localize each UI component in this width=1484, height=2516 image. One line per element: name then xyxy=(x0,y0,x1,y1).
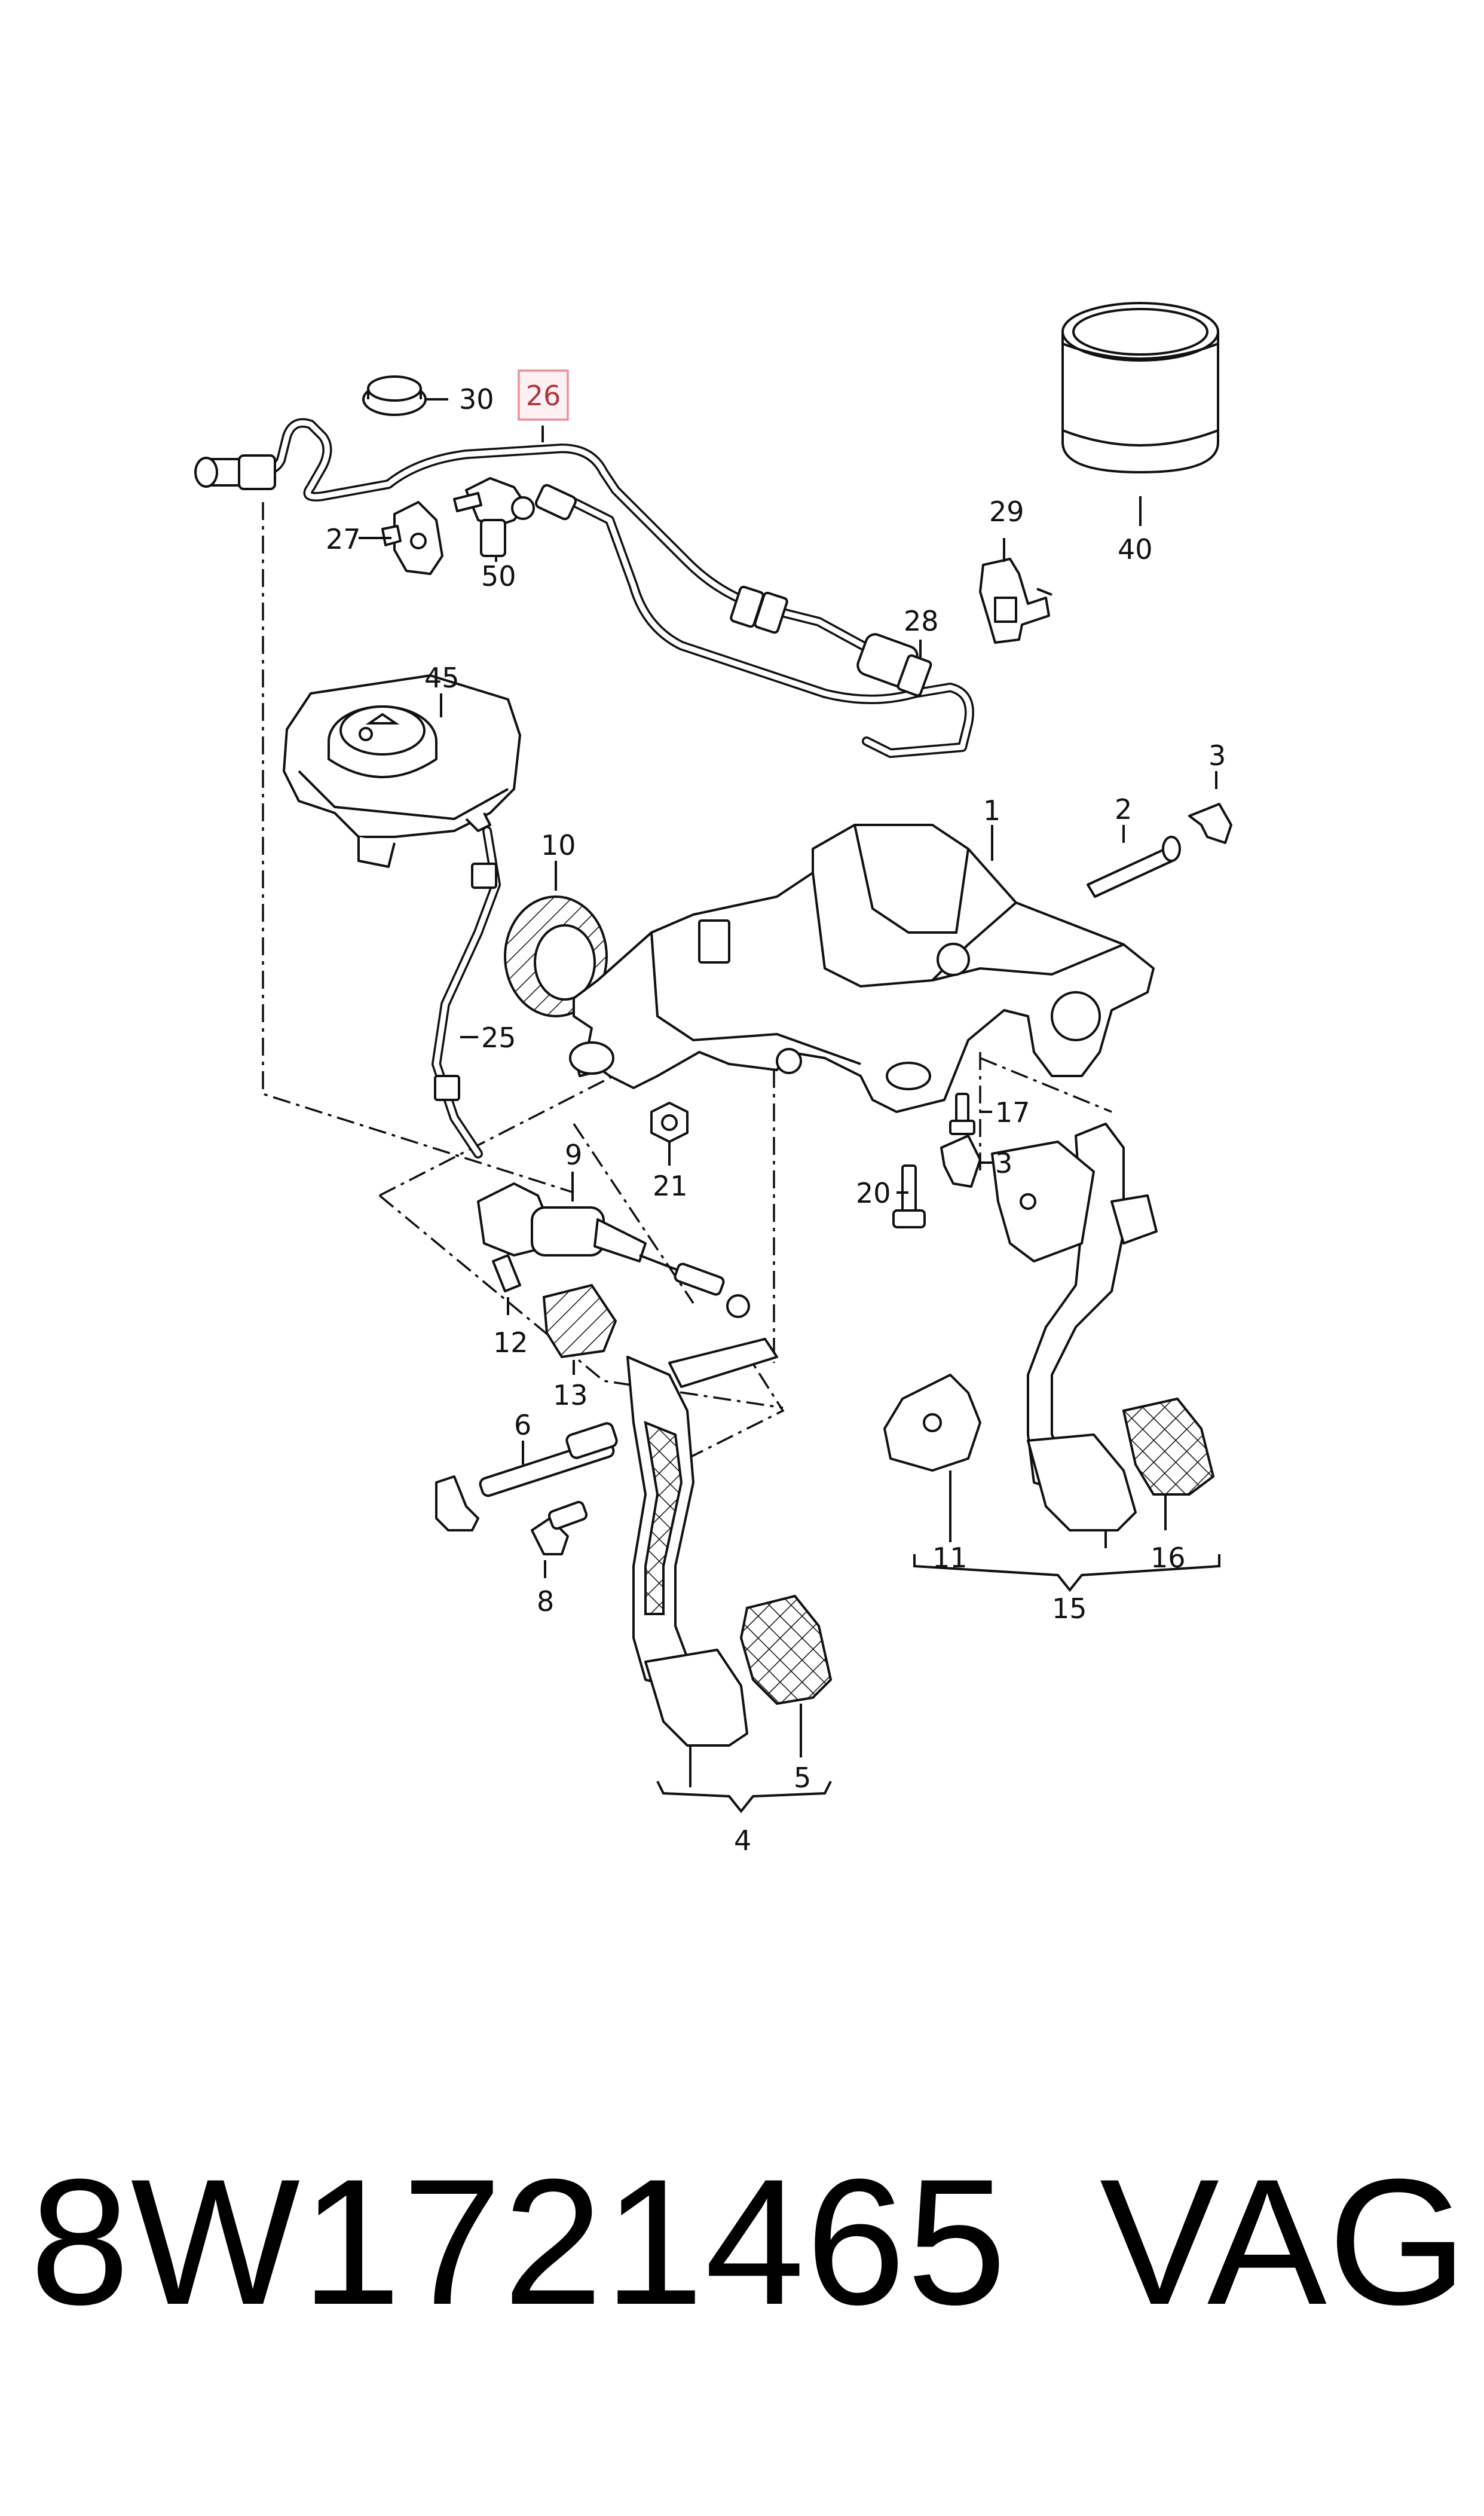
clutch-hydraulic-line xyxy=(194,418,974,758)
nut-21 xyxy=(650,1102,689,1143)
line-clip-bracket xyxy=(381,501,443,575)
over-centre-spring xyxy=(435,1422,618,1531)
callout-16: 16 xyxy=(1151,1542,1186,1574)
callout-17: 17 xyxy=(995,1096,1030,1129)
brand-name: VAG xyxy=(1100,2141,1469,2342)
bracket-pin xyxy=(1087,836,1181,898)
highlight-box-26 xyxy=(518,369,569,421)
callout-11: 11 xyxy=(932,1542,968,1574)
callout-25: 25 xyxy=(481,1022,516,1054)
bolt-17 xyxy=(949,1093,975,1135)
callout-15: 15 xyxy=(1052,1592,1087,1625)
callout-labels: 26 30 27 50 29 28 40 45 10 1 2 3 25 21 1… xyxy=(326,369,1226,1857)
ring-seal xyxy=(504,895,608,1017)
bolt-20 xyxy=(892,1164,926,1228)
leader-lines xyxy=(359,398,1220,1814)
callout-21: 21 xyxy=(653,1170,688,1202)
callout-10: 10 xyxy=(541,829,576,861)
grommet-cap xyxy=(362,375,427,416)
callout-20: 20 xyxy=(856,1177,891,1209)
brake-fluid-reservoir xyxy=(283,674,521,868)
callout-29: 29 xyxy=(989,496,1024,528)
retaining-clip-lower xyxy=(940,1135,981,1188)
callout-50: 50 xyxy=(481,560,516,592)
callout-26: 26 xyxy=(526,380,561,412)
sensor-tab xyxy=(492,1254,521,1292)
reservoir-hose xyxy=(432,826,501,1158)
callout-3-lower: 3 xyxy=(995,1147,1012,1179)
callout-27: 27 xyxy=(326,523,361,555)
callout-45: 45 xyxy=(424,662,460,694)
callout-4: 4 xyxy=(734,1824,751,1857)
callout-8: 8 xyxy=(537,1585,554,1618)
callout-30: 30 xyxy=(459,383,494,415)
line-holder xyxy=(979,558,1052,644)
clutch-master-cylinder xyxy=(477,1182,750,1318)
callout-1: 1 xyxy=(983,794,1000,827)
callout-13: 13 xyxy=(553,1379,588,1411)
brake-pedal-pad xyxy=(1122,1397,1215,1496)
spring-clip xyxy=(531,1500,588,1555)
brake-pedal xyxy=(1027,1123,1158,1531)
clutch-pedal xyxy=(626,1338,778,1747)
callout-9: 9 xyxy=(565,1139,582,1171)
assist-spring xyxy=(542,1283,617,1359)
part-number: 8W1721465 xyxy=(30,2141,1008,2342)
callout-28: 28 xyxy=(904,605,939,637)
pedal-bracket xyxy=(569,824,1155,1113)
callout-6: 6 xyxy=(514,1409,531,1441)
callout-5: 5 xyxy=(794,1762,811,1794)
callout-2: 2 xyxy=(1115,793,1132,826)
callout-12: 12 xyxy=(493,1326,528,1359)
insulating-sleeve xyxy=(1061,302,1219,473)
brake-bracket xyxy=(883,1141,1095,1472)
callout-40: 40 xyxy=(1118,533,1153,565)
bleed-valve xyxy=(453,477,535,557)
callout-3-top: 3 xyxy=(1208,739,1226,772)
retaining-clip-top xyxy=(1188,803,1232,844)
clutch-pedal-pad xyxy=(739,1594,833,1705)
